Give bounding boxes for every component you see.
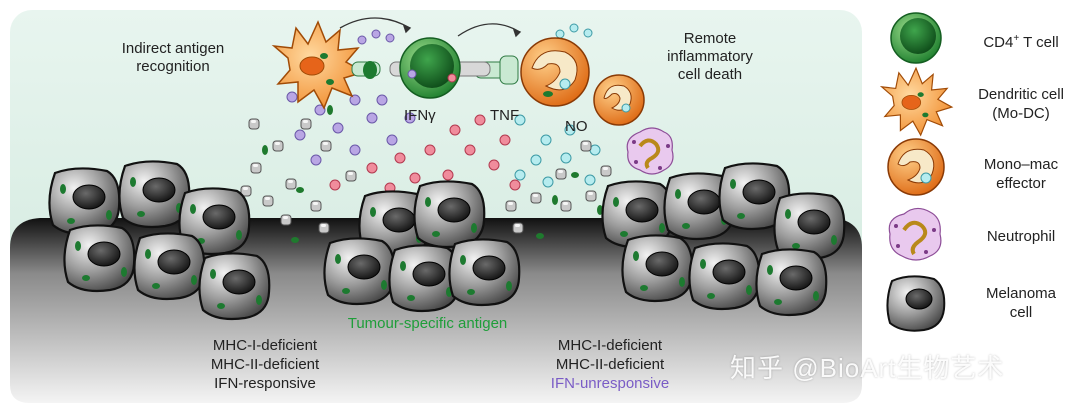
label-remote-line1: Remote [683, 30, 737, 47]
label-indirect-antigen: Indirect antigen recognition [108, 40, 238, 76]
legend-dc-line1: Dendritic cell [978, 86, 1064, 103]
legend-label-melanoma: Melanoma cell [966, 284, 1076, 322]
mono-mac-effector [520, 37, 590, 107]
label-remote-death: Remote inflammatory cell death [650, 30, 770, 84]
legend-label-dc: Dendritic cell (Mo-DC) [966, 85, 1076, 123]
legend-melanoma-icon [886, 275, 946, 332]
dendritic-cell [271, 20, 366, 110]
ifn-gamma-molecules [286, 29, 416, 166]
legend-cd4-sup: + [1013, 33, 1020, 44]
label-remote-line2: inflammatory [667, 48, 753, 65]
legend-label-cd4: CD4+ T cell [966, 29, 1076, 52]
left-mhc1-text: MHC-I-deficient [212, 337, 318, 354]
left-ifn-text: IFN-responsive [214, 375, 316, 392]
neutrophil [626, 127, 674, 175]
legend-cd4-rest: T cell [1019, 34, 1059, 51]
right-ifn-text: IFN-unresponsive [550, 375, 670, 392]
synapse-left [351, 61, 381, 79]
right-mhc1-text: MHC-I-deficient [557, 337, 663, 354]
label-no: NO [565, 118, 588, 135]
label-tnf: TNF [490, 107, 520, 124]
cd4-t-cell [389, 37, 491, 99]
legend-dendritic-cell-icon [879, 66, 954, 137]
legend-label-neutrophil: Neutrophil [986, 228, 1056, 245]
tumour-antigen-fragments [262, 105, 603, 243]
left-mhc2-text: MHC-II-deficient [210, 356, 320, 373]
right-mhc2-text: MHC-II-deficient [555, 356, 665, 373]
legend-mono-line2: effector [996, 175, 1046, 192]
legend-melanoma-line2: cell [1009, 304, 1033, 321]
mono-mac-effector-2 [593, 74, 645, 126]
label-tumour-specific-antigen: Tumour-specific antigen [347, 315, 508, 332]
legend-mono-mac-icon [887, 138, 945, 196]
legend-cd4-main: CD4 [983, 34, 1014, 51]
right-cluster-description: MHC-I-deficient MHC-II-deficient IFN-unr… [530, 336, 690, 393]
left-cluster-description: MHC-I-deficient MHC-II-deficient IFN-res… [185, 336, 345, 393]
legend-neutrophil-icon [888, 207, 942, 261]
legend-mono-line1: Mono–mac [983, 156, 1059, 173]
legend-dc-line2: (Mo-DC) [992, 105, 1050, 122]
signal-arrows [339, 17, 522, 38]
label-indirect-line1: Indirect antigen [121, 40, 225, 57]
label-indirect-line2: recognition [136, 58, 210, 75]
label-remote-line3: cell death [677, 66, 743, 83]
watermark: 知乎 @BioArt生物艺术 [730, 353, 1005, 383]
legend-cd4-t-cell-icon [890, 12, 942, 64]
legend-melanoma-line1: Melanoma [985, 285, 1057, 302]
label-ifn-gamma: IFNγ [404, 107, 436, 124]
no-molecules [514, 23, 601, 188]
legend-label-mono: Mono–mac effector [966, 155, 1076, 193]
